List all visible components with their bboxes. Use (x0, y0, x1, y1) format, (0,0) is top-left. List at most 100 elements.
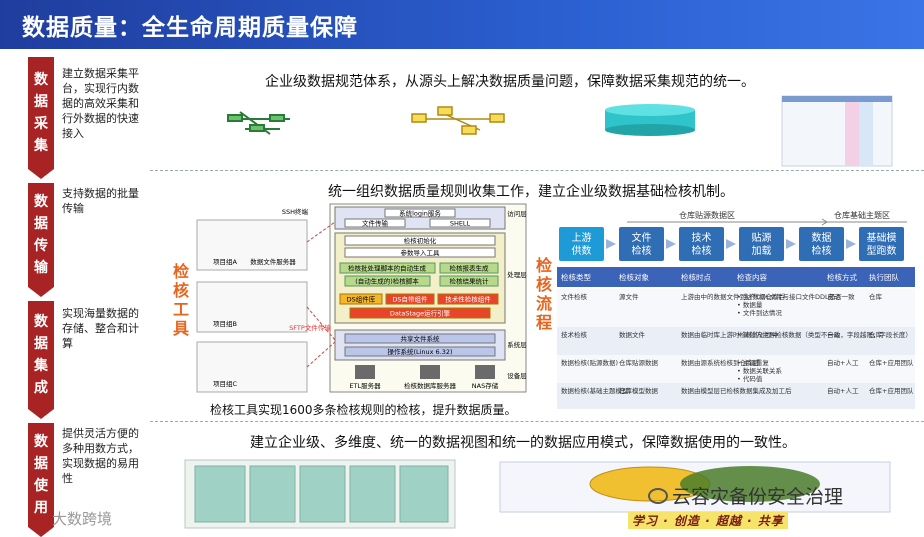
shell-label: SHELL (450, 220, 471, 228)
flow-step-box (679, 227, 724, 261)
ssh-label: SSH终端 (282, 207, 309, 216)
flow-table-cell: 数据由临时库上游时检核的过程中 (681, 330, 779, 339)
flow-arrow (786, 239, 796, 249)
tool-label: 检核工具 (172, 262, 189, 338)
report-label: 检核报表生成 (450, 264, 490, 273)
project-c-label: 项目组C (213, 379, 238, 388)
flow-table-header: 执行团队 (869, 272, 899, 282)
stage-arrow (28, 409, 54, 419)
flow-arrow (726, 239, 736, 249)
sftp-label: SFTP文件传输 (289, 323, 331, 332)
device-layer-label: 设备层 (507, 371, 527, 380)
flow-table-header: 检核对象 (619, 272, 649, 282)
flow-table-cell: 数据检核(基础主题模型) (561, 386, 631, 395)
page-title: 数据质量：全生命周期质量保障 (22, 15, 358, 41)
flow-table-cell: 文件检核 (561, 292, 588, 301)
slogan: 学习 · 创造 · 超越 · 共享 (628, 512, 788, 529)
auto-script-label: (自动生成的)检核脚本 (355, 277, 419, 286)
flow-step-label: 基础模 (867, 231, 897, 244)
flow-step-box (799, 227, 844, 261)
flow-step-label: 型跑数 (867, 244, 897, 257)
flow-table-cell: 自动 (827, 330, 841, 339)
stage-arrow (28, 169, 54, 179)
tech-label: 技术性检核组件 (445, 295, 491, 304)
flow-table-row (557, 383, 915, 409)
stage-char: 据 (34, 216, 48, 232)
stage-char: 数 (34, 72, 48, 88)
database-cylinder-icon (605, 104, 695, 136)
section3-heading: 建立企业级、多维度、统一的数据视图和统一的数据应用模式，保障数据使用的一致性。 (250, 435, 796, 451)
zone1-label: 仓库贴源数据区 (679, 210, 735, 220)
os-label: 操作系统(Linux 6.32) (387, 347, 452, 356)
stage-char: 使 (34, 478, 48, 494)
stage-char: 据 (34, 94, 48, 110)
flow-table-cell: • 文件到达情况 (737, 308, 782, 317)
init-label: 检核初始化 (404, 236, 437, 245)
flow-step-label: 数据 (812, 231, 832, 244)
flow-table-header: 检核类型 (561, 272, 591, 282)
flow-table-cell: 自动 (827, 292, 841, 301)
flow-step-label: 检核 (812, 244, 832, 257)
data-view-illustrations (184, 459, 891, 529)
ds-engine-label: DataStage运行引擎 (390, 309, 451, 318)
stage-char: 集 (34, 138, 48, 154)
flow-table-cell: • 代码值 (737, 374, 763, 383)
flow-table-cell: 数据由模型层已检核数据集成及加工后 (681, 386, 792, 395)
ds-label: DS组件库 (347, 295, 376, 304)
flow-table-header: 检核方式 (827, 272, 857, 282)
section2-heading: 统一组织数据质量规则收集工作，建立企业级数据基础检核机制。 (328, 184, 734, 200)
flowchart-icon (411, 106, 505, 135)
flow-table-cell: 数据文件 (619, 330, 646, 339)
flow-table-cell: 源文件 (619, 292, 639, 301)
flow-table-header: 检核时点 (681, 272, 711, 282)
flow-table-cell: 仓库 (869, 330, 883, 339)
flow-table-row (557, 289, 915, 327)
device-nas-label: NAS存储 (472, 381, 499, 390)
flow-step-box (559, 227, 604, 261)
stage-desc-transfer: 支持数据的批量传输 (62, 187, 139, 215)
gen-label: 检核批处理脚本的自动生成 (348, 264, 427, 273)
stage-collect: 数 据 采 集 (28, 57, 54, 169)
stage-char: 数 (34, 314, 48, 330)
flow-step-label: 检核 (632, 244, 652, 257)
flow-label: 检核流程 (535, 256, 552, 332)
flow-table-headers: 检核类型检核对象检核时点检查内容检核方式执行团队 (561, 272, 899, 282)
tool-architecture-diagram: 系统login服务 文件传输 SHELL 访问层 检核初始化 参数导入工具 检核… (196, 203, 527, 393)
flow-table-cell: • 单位内主导检核数据（类型不一致，字段越限，字段长度） (737, 330, 912, 339)
flow-table-cell: • 生产DDL文件与接口文件DDL是否一致 (737, 292, 855, 301)
flow-step-label: 上游 (572, 231, 592, 244)
flow-table-cell: • 数据关联关系 (737, 366, 782, 375)
flow-arrow (846, 239, 856, 249)
flow-table-cell: 数据检核(贴源数据) (561, 358, 618, 367)
stage-arrow (28, 527, 54, 537)
section1-heading: 企业级数据规范体系，从源头上解决数据质量问题，保障数据采集规范的统一。 (265, 74, 755, 90)
stage-char: 采 (34, 116, 48, 132)
flow-table-cell: 仓库+应用团队 (869, 386, 914, 395)
flow-table-cell: • 主键重复 (737, 358, 769, 367)
project-a-label: 项目组A (213, 257, 238, 266)
share-label: 共享文件系统 (401, 334, 441, 343)
flow-table-cell: 自动+人工 (827, 358, 859, 367)
file-transfer-label: 文件传输 (362, 219, 389, 228)
flow-step-box (619, 227, 664, 261)
flow-step-box (739, 227, 784, 261)
flow-step-label: 文件 (632, 231, 652, 244)
stage-char: 传 (34, 238, 48, 254)
stage-char: 集 (34, 358, 48, 374)
device-etl-label: ETL服务器 (349, 381, 381, 390)
stage-char: 据 (34, 456, 48, 472)
watermark-left: 大数跨境 (52, 510, 113, 528)
flow-table-row (557, 327, 915, 355)
system-layer-label: 系统层 (507, 340, 527, 349)
ds2-label: DS自带组件 (392, 295, 428, 304)
stage-char: 据 (34, 336, 48, 352)
wechat-icon (648, 487, 668, 504)
access-layer-label: 访问层 (507, 209, 527, 218)
flow-table-cell: 仓库 (869, 292, 883, 301)
stage-char: 成 (34, 380, 48, 396)
flow-table-cell: 技术检核 (561, 330, 588, 339)
flow-table-cell: • 数据量 (737, 300, 763, 309)
divider (150, 170, 924, 171)
flow-table-row (557, 355, 915, 383)
